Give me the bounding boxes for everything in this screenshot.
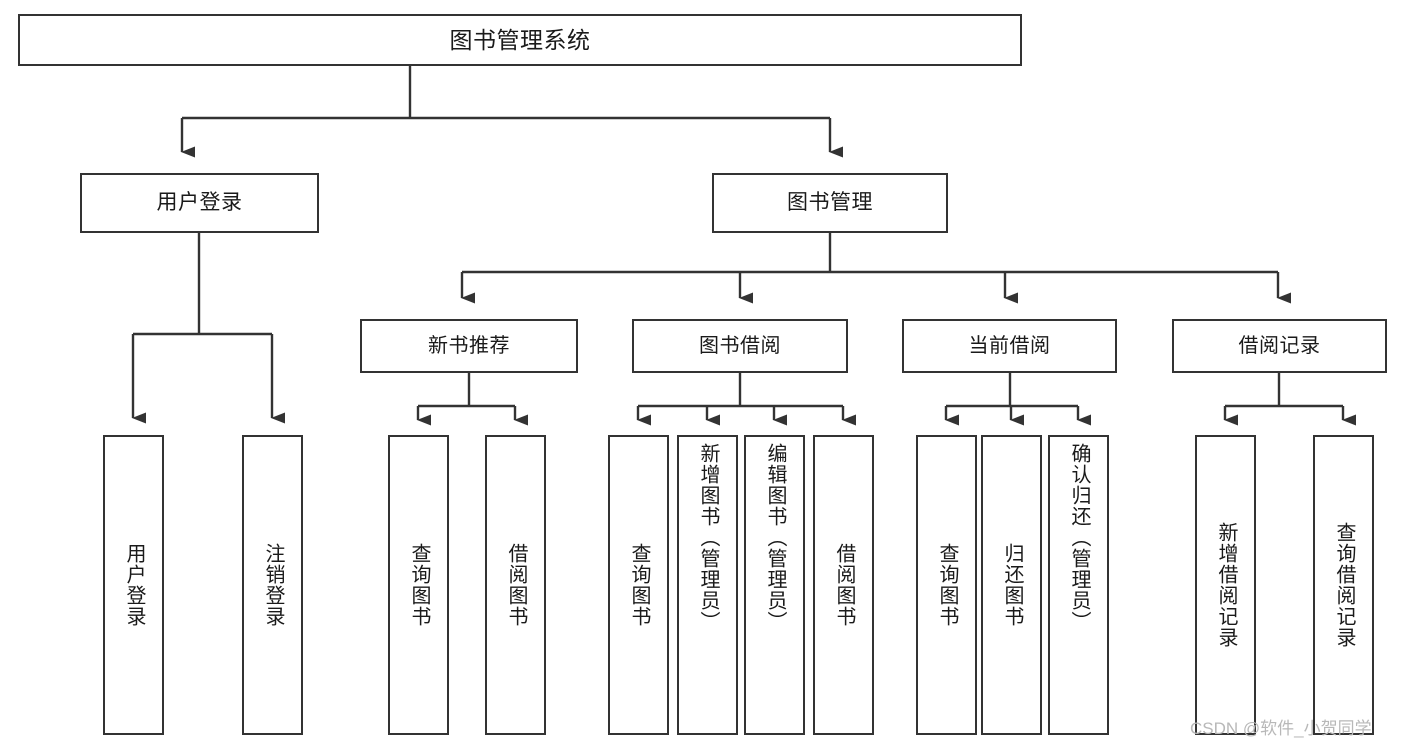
node-leaf-query-book-1[interactable]: 查询图书: [388, 435, 449, 735]
node-root-label: 图书管理系统: [449, 26, 591, 53]
node-leaf-user-logout-label: 注销登录: [262, 543, 284, 627]
node-leaf-query-book-3[interactable]: 查询图书: [916, 435, 977, 735]
node-leaf-borrow-book-2-label: 借阅图书: [833, 543, 855, 627]
node-leaf-return-book[interactable]: 归还图书: [981, 435, 1042, 735]
node-leaf-query-book-2-label: 查询图书: [628, 543, 650, 627]
node-leaf-confirm-return[interactable]: 确认归还（管理员）: [1048, 435, 1109, 735]
node-leaf-confirm-return-label: 确认归还（管理员）: [1068, 443, 1090, 632]
node-leaf-add-book-label: 新增图书（管理员）: [697, 443, 719, 632]
node-leaf-query-book-3-label: 查询图书: [936, 543, 958, 627]
node-new-book-recommend-label: 新书推荐: [428, 334, 510, 357]
node-leaf-add-record[interactable]: 新增借阅记录: [1195, 435, 1256, 735]
node-book-borrow-label: 图书借阅: [699, 334, 781, 357]
node-current-borrow[interactable]: 当前借阅: [902, 319, 1117, 373]
node-book-borrow[interactable]: 图书借阅: [632, 319, 848, 373]
node-user-login[interactable]: 用户登录: [80, 173, 319, 233]
node-book-manage[interactable]: 图书管理: [712, 173, 948, 233]
node-borrow-record-label: 借阅记录: [1238, 334, 1321, 357]
node-leaf-borrow-book-1[interactable]: 借阅图书: [485, 435, 546, 735]
node-leaf-query-record[interactable]: 查询借阅记录: [1313, 435, 1374, 735]
node-root[interactable]: 图书管理系统: [18, 14, 1022, 66]
node-leaf-borrow-book-1-label: 借阅图书: [505, 543, 527, 627]
node-leaf-query-book-2[interactable]: 查询图书: [608, 435, 669, 735]
node-leaf-edit-book-label: 编辑图书（管理员）: [764, 443, 786, 632]
watermark-text: CSDN @软件_小贺同学: [1190, 719, 1372, 738]
node-borrow-record[interactable]: 借阅记录: [1172, 319, 1387, 373]
node-leaf-return-book-label: 归还图书: [1001, 543, 1023, 627]
node-leaf-add-record-label: 新增借阅记录: [1215, 522, 1237, 648]
node-leaf-add-book[interactable]: 新增图书（管理员）: [677, 435, 738, 735]
node-leaf-user-login[interactable]: 用户登录: [103, 435, 164, 735]
node-book-manage-label: 图书管理: [787, 191, 873, 215]
node-leaf-borrow-book-2[interactable]: 借阅图书: [813, 435, 874, 735]
node-leaf-query-record-label: 查询借阅记录: [1333, 522, 1355, 648]
node-user-login-label: 用户登录: [156, 191, 243, 215]
node-current-borrow-label: 当前借阅: [968, 334, 1051, 357]
node-leaf-edit-book[interactable]: 编辑图书（管理员）: [744, 435, 805, 735]
node-leaf-query-book-1-label: 查询图书: [408, 543, 430, 627]
node-new-book-recommend[interactable]: 新书推荐: [360, 319, 578, 373]
node-leaf-user-login-label: 用户登录: [123, 543, 145, 627]
node-leaf-user-logout[interactable]: 注销登录: [242, 435, 303, 735]
